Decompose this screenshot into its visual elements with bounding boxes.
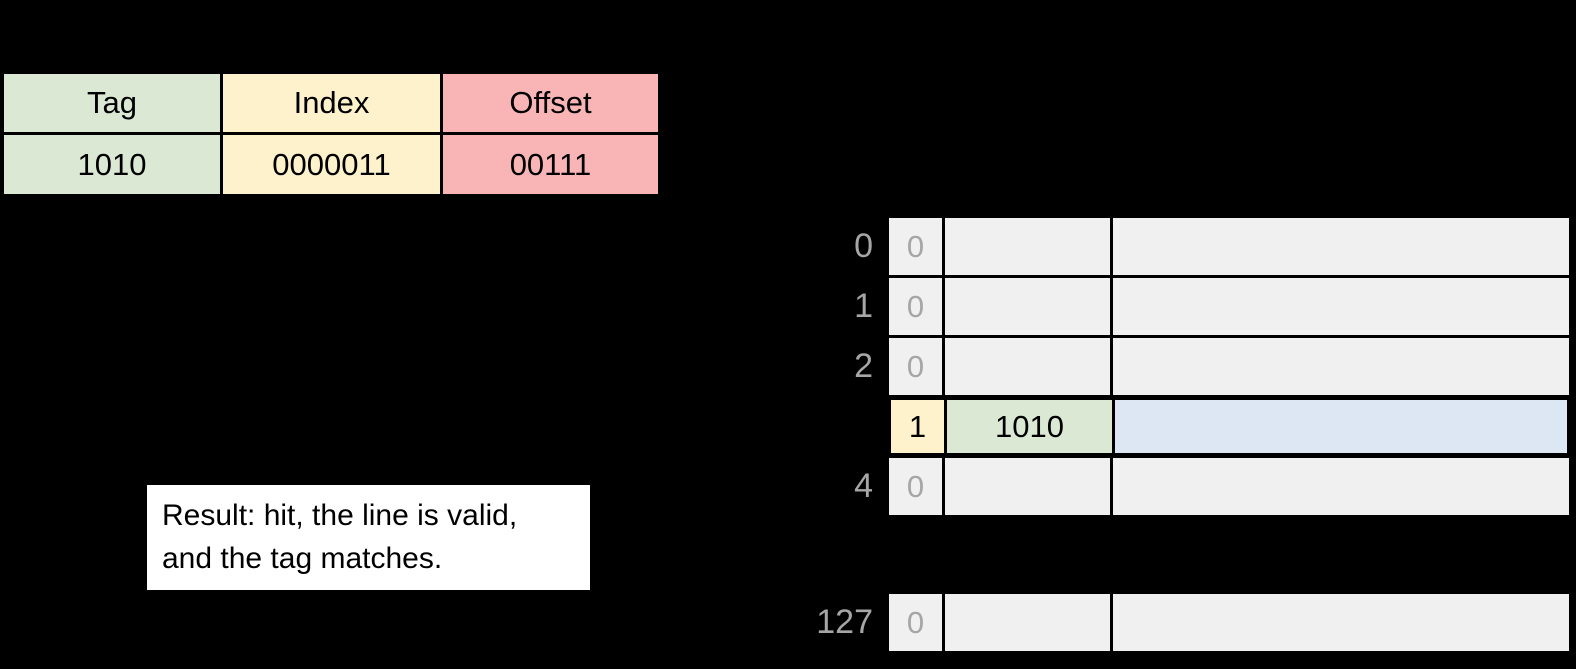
cache-row-3-highlighted: 1 1010 bbox=[886, 395, 1572, 458]
row-index-label-1: 1 bbox=[854, 287, 873, 325]
address-index-value: 0000011 bbox=[272, 146, 391, 182]
valid-bit-value: 0 bbox=[906, 348, 925, 384]
tag-cell bbox=[945, 594, 1113, 651]
cache-row-2: 0 bbox=[886, 335, 1572, 398]
data-cell bbox=[1113, 458, 1569, 515]
row-index-label-0: 0 bbox=[854, 227, 873, 265]
address-index-header: Index bbox=[223, 74, 440, 132]
data-cell bbox=[1113, 278, 1569, 335]
tag-cell bbox=[945, 338, 1113, 395]
address-tag-value-cell: 1010 bbox=[4, 135, 220, 194]
result-note: Result: hit, the line is valid, and the … bbox=[147, 485, 590, 590]
address-offset-header-label: Offset bbox=[509, 85, 592, 120]
valid-bit-value: 1 bbox=[908, 408, 927, 444]
data-cell bbox=[1115, 400, 1567, 453]
result-note-line2: and the tag matches. bbox=[162, 542, 443, 575]
address-tag-value: 1010 bbox=[77, 146, 147, 182]
data-cell bbox=[1113, 218, 1569, 275]
valid-bit-value: 0 bbox=[906, 468, 925, 504]
tag-cell bbox=[945, 458, 1113, 515]
valid-bit-cell: 1 bbox=[891, 400, 947, 453]
tag-value: 1010 bbox=[995, 408, 1064, 444]
row-index-label-3 bbox=[700, 398, 873, 455]
result-note-line1: Result: hit, the line is valid, bbox=[162, 499, 518, 532]
cache-row-127: 0 bbox=[886, 591, 1572, 654]
address-tag-header-label: Tag bbox=[87, 85, 137, 120]
tag-cell: 1010 bbox=[947, 400, 1115, 453]
cache-row-1: 0 bbox=[886, 275, 1572, 338]
data-cell bbox=[1113, 338, 1569, 395]
row-index-label-4: 4 bbox=[854, 467, 873, 505]
address-index-header-label: Index bbox=[293, 85, 370, 120]
valid-bit-cell: 0 bbox=[889, 338, 945, 395]
address-index-value-cell: 0000011 bbox=[223, 135, 440, 194]
address-offset-value-cell: 00111 bbox=[443, 135, 658, 194]
address-tag-header: Tag bbox=[4, 74, 220, 132]
data-cell bbox=[1113, 594, 1569, 651]
valid-bit-cell: 0 bbox=[889, 594, 945, 651]
row-index-label-2: 2 bbox=[854, 347, 873, 385]
valid-bit-value: 0 bbox=[906, 604, 925, 640]
valid-bit-cell: 0 bbox=[889, 218, 945, 275]
address-breakdown-table: Tag Index Offset 1010 0000011 00111 bbox=[4, 74, 658, 194]
tag-cell bbox=[945, 218, 1113, 275]
row-index-label-127: 127 bbox=[816, 603, 873, 641]
valid-bit-cell: 0 bbox=[889, 278, 945, 335]
valid-bit-cell: 0 bbox=[889, 458, 945, 515]
address-offset-header: Offset bbox=[443, 74, 658, 132]
cache-row-4: 0 bbox=[886, 455, 1572, 518]
valid-bit-value: 0 bbox=[906, 288, 925, 324]
cache-row-0: 0 bbox=[886, 215, 1572, 278]
valid-bit-value: 0 bbox=[906, 228, 925, 264]
tag-cell bbox=[945, 278, 1113, 335]
address-offset-value: 00111 bbox=[509, 146, 592, 182]
